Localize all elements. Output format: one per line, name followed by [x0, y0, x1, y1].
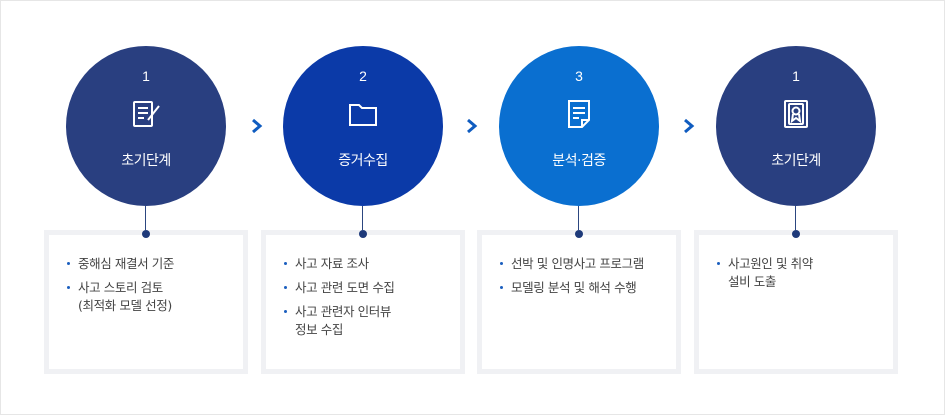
step-number: 1	[792, 68, 800, 84]
list-item: 사고 관련 도면 수집	[284, 279, 460, 297]
connector-dot	[359, 230, 367, 238]
step-2: 2 증거수집 사고 자료 조사 사고 관련 도면 수집 사고 관련자 인터뷰 정…	[261, 0, 465, 415]
step-circle: 1 초기단계	[66, 46, 226, 206]
list-item: 선박 및 인명사고 프로그램	[500, 255, 676, 273]
step-detail-box: 중해심 재결서 기준 사고 스토리 검토 (최적화 모델 선정)	[44, 230, 248, 374]
connector-line	[362, 206, 363, 230]
chevron-right-icon	[252, 118, 263, 134]
step-circle: 2 증거수집	[283, 46, 443, 206]
step-title: 분석·검증	[552, 153, 606, 169]
connector-dot	[792, 230, 800, 238]
step-detail-box: 사고원인 및 취약 설비 도출	[694, 230, 898, 374]
list-item: 모델링 분석 및 해석 수행	[500, 279, 676, 297]
connector-line	[145, 206, 146, 230]
connector-line	[578, 206, 579, 230]
folder-icon	[349, 104, 377, 126]
connector-dot	[142, 230, 150, 238]
step-4: 1 초기단계 사고원인 및 취약 설비 도출	[694, 0, 898, 415]
step-title: 증거수집	[338, 153, 388, 169]
step-circle: 3 분석·검증	[499, 46, 659, 206]
step-detail-box: 선박 및 인명사고 프로그램 모델링 분석 및 해석 수행	[477, 230, 681, 374]
certificate-icon	[784, 100, 808, 128]
step-circle: 1 초기단계	[716, 46, 876, 206]
step-number: 2	[359, 68, 367, 84]
step-1: 1 초기단계 중해심 재결서 기준 사고 스토리 검토 (최적화 모델 선정)	[44, 0, 248, 415]
list-item: 사고 자료 조사	[284, 255, 460, 273]
chevron-right-icon	[684, 118, 695, 134]
step-3: 3 분석·검증 선박 및 인명사고 프로그램 모델링 분석 및 해석 수행	[477, 0, 681, 415]
step-number: 3	[575, 68, 583, 84]
step-title: 초기단계	[121, 153, 171, 169]
list-item: 중해심 재결서 기준	[67, 255, 243, 273]
step-title: 초기단계	[771, 153, 821, 169]
list-item: 사고원인 및 취약 설비 도출	[717, 255, 893, 291]
step-detail-box: 사고 자료 조사 사고 관련 도면 수집 사고 관련자 인터뷰 정보 수집	[261, 230, 465, 374]
document-lines-icon	[568, 100, 590, 128]
list-item: 사고 스토리 검토 (최적화 모델 선정)	[67, 279, 243, 315]
document-edit-icon	[133, 101, 160, 127]
connector-dot	[575, 230, 583, 238]
step-number: 1	[142, 68, 150, 84]
list-item: 사고 관련자 인터뷰 정보 수집	[284, 303, 460, 339]
connector-line	[795, 206, 796, 230]
chevron-right-icon	[467, 118, 478, 134]
